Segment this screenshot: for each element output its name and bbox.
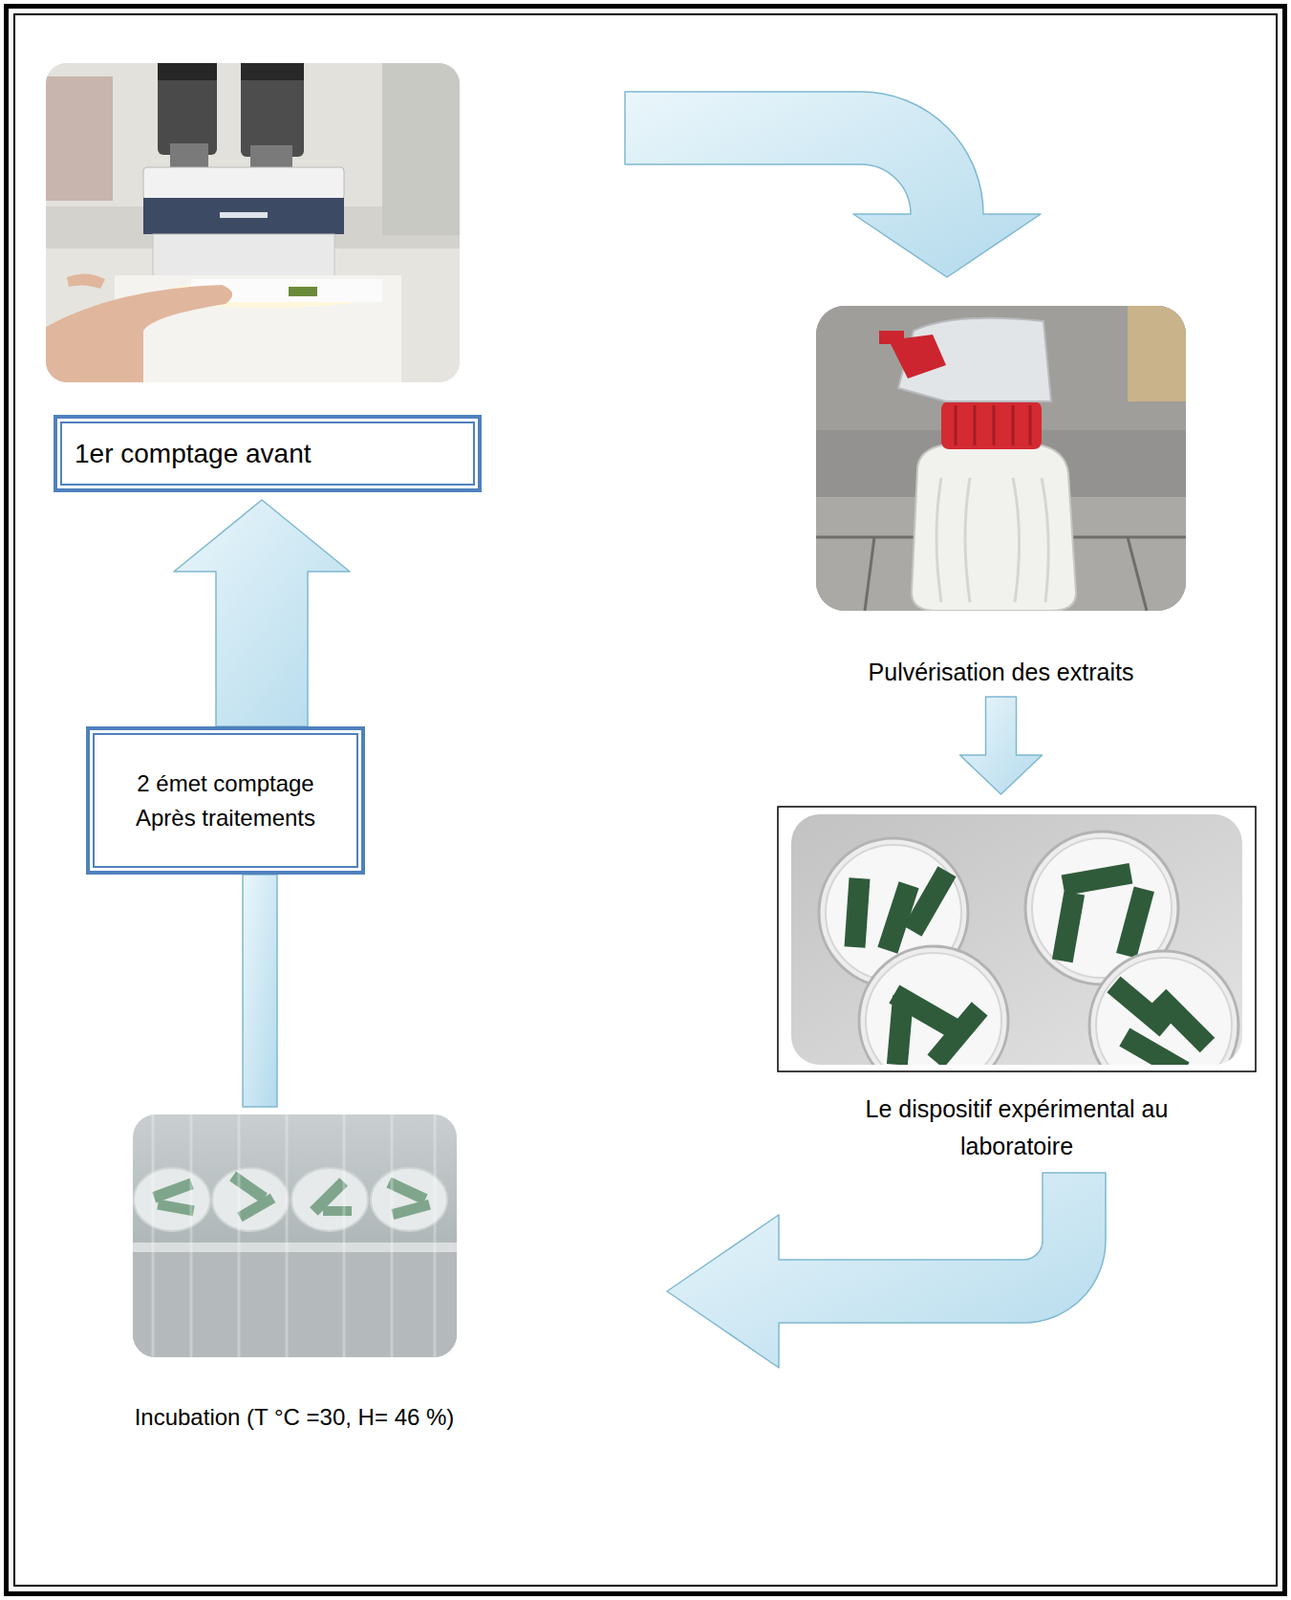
petri-dish-photo-part-part-part bbox=[903, 865, 956, 936]
spray-bottle-photo-part bbox=[911, 444, 1076, 611]
microscope-photo-part bbox=[66, 273, 106, 289]
spray-bottle-photo-part bbox=[864, 537, 875, 611]
photo-step: Pulvérisation des extraits bbox=[816, 305, 1186, 688]
incubator-photo-part bbox=[212, 1167, 289, 1231]
step-box: 2 émet comptageAprès traitements bbox=[86, 726, 366, 875]
incubator-photo-part bbox=[322, 1205, 352, 1216]
microscope-photo-part bbox=[382, 63, 460, 236]
incubator-photo-part bbox=[390, 1199, 431, 1220]
microscope-photo-part bbox=[143, 197, 345, 235]
step-label: Après traitements bbox=[99, 800, 352, 836]
spray-bottle-photo bbox=[816, 305, 1186, 611]
petri-dish-photo-part-part-part bbox=[1089, 950, 1239, 1065]
petri-dish-photo-part-part-part bbox=[1151, 989, 1215, 1053]
flow-arrow bbox=[242, 874, 278, 1107]
microscope-photo-part bbox=[152, 234, 335, 278]
incubator-photo-part bbox=[132, 1251, 457, 1357]
photo-caption: Pulvérisation des extraits bbox=[816, 656, 1186, 688]
incubator-photo-part bbox=[132, 1242, 457, 1252]
microscope-photo-part bbox=[45, 76, 113, 201]
spray-bottle-photo-part bbox=[1127, 305, 1186, 402]
incubator-photo-part bbox=[151, 1178, 194, 1204]
incubator-photo-part bbox=[156, 1199, 194, 1216]
spray-bottle-photo-part bbox=[955, 405, 1031, 446]
microscope-photo-part bbox=[219, 212, 268, 218]
petri-dish-photo-part-part-part bbox=[844, 877, 871, 947]
photo-spacer bbox=[112, 1114, 476, 1403]
spray-bottle-photo-part bbox=[816, 305, 1186, 611]
flow-arrow bbox=[624, 91, 1041, 278]
petri-dish-photo-part-part-part bbox=[1052, 891, 1085, 964]
petri-dish-photo-part bbox=[791, 814, 1243, 1065]
microscope-photo-part bbox=[143, 167, 345, 200]
petri-dish-photo bbox=[777, 806, 1256, 1100]
step-label: 2 émet comptage bbox=[99, 766, 352, 801]
photo-spacer bbox=[777, 806, 1256, 1091]
photo-step: Le dispositif expérimental au laboratoir… bbox=[777, 806, 1256, 1165]
spray-bottle-photo-part bbox=[936, 477, 1049, 603]
photo-caption: Le dispositif expérimental au laboratoir… bbox=[816, 1090, 1218, 1165]
microscope-photo bbox=[45, 63, 460, 383]
flow-arrow bbox=[173, 499, 350, 727]
incubator-photo-part bbox=[291, 1167, 368, 1231]
microscope-photo-part bbox=[157, 63, 217, 155]
petri-dish-photo-part-part-part bbox=[1061, 862, 1134, 896]
petri-dish-photo-part bbox=[777, 806, 1256, 1072]
flow-arrow bbox=[960, 696, 1043, 795]
petri-dish-photo-part-part-part bbox=[1116, 885, 1155, 958]
incubator-photo-part bbox=[152, 1114, 435, 1357]
flow-arrow bbox=[667, 1172, 1106, 1368]
petri-dish-photo-part-part bbox=[859, 946, 1009, 1065]
petri-dish-photo-part-part-part bbox=[865, 952, 1002, 1065]
photo-spacer bbox=[816, 305, 1186, 657]
microscope-photo-part bbox=[45, 284, 233, 383]
petri-dish-photo-part-part-part bbox=[1118, 1027, 1189, 1065]
microscope-photo-part bbox=[288, 286, 318, 297]
petri-dish-photo-part-part bbox=[1089, 950, 1239, 1065]
step-label: 1er comptage avant bbox=[74, 437, 461, 471]
petri-dish-photo-part-part-part bbox=[1096, 957, 1232, 1065]
petri-dish-photo-part-part-part bbox=[886, 994, 914, 1065]
step-box: 1er comptage avant bbox=[53, 414, 482, 493]
petri-dish-photo-part-part-part bbox=[926, 1001, 988, 1065]
photo-step: Incubation (T °C =30, H= 46 %) bbox=[112, 1114, 476, 1432]
microscope-photo-part bbox=[157, 63, 217, 81]
spray-bottle-photo-part bbox=[879, 330, 904, 345]
photo-caption: Incubation (T °C =30, H= 46 %) bbox=[112, 1402, 476, 1432]
microscope-photo-part bbox=[45, 63, 460, 383]
incubator-photo-part bbox=[132, 1114, 457, 1357]
incubator-photo-part bbox=[133, 1167, 211, 1231]
spray-bottle-photo-part bbox=[1127, 537, 1147, 611]
incubator-photo-part bbox=[229, 1171, 268, 1204]
incubator-photo-part bbox=[236, 1193, 276, 1223]
spray-bottle-photo-part bbox=[941, 401, 1042, 450]
microscope-photo-part bbox=[240, 63, 304, 81]
microscope-photo-part bbox=[240, 63, 304, 157]
incubator-photo bbox=[132, 1114, 457, 1357]
petri-dish-photo-part-part-part bbox=[859, 946, 1009, 1065]
